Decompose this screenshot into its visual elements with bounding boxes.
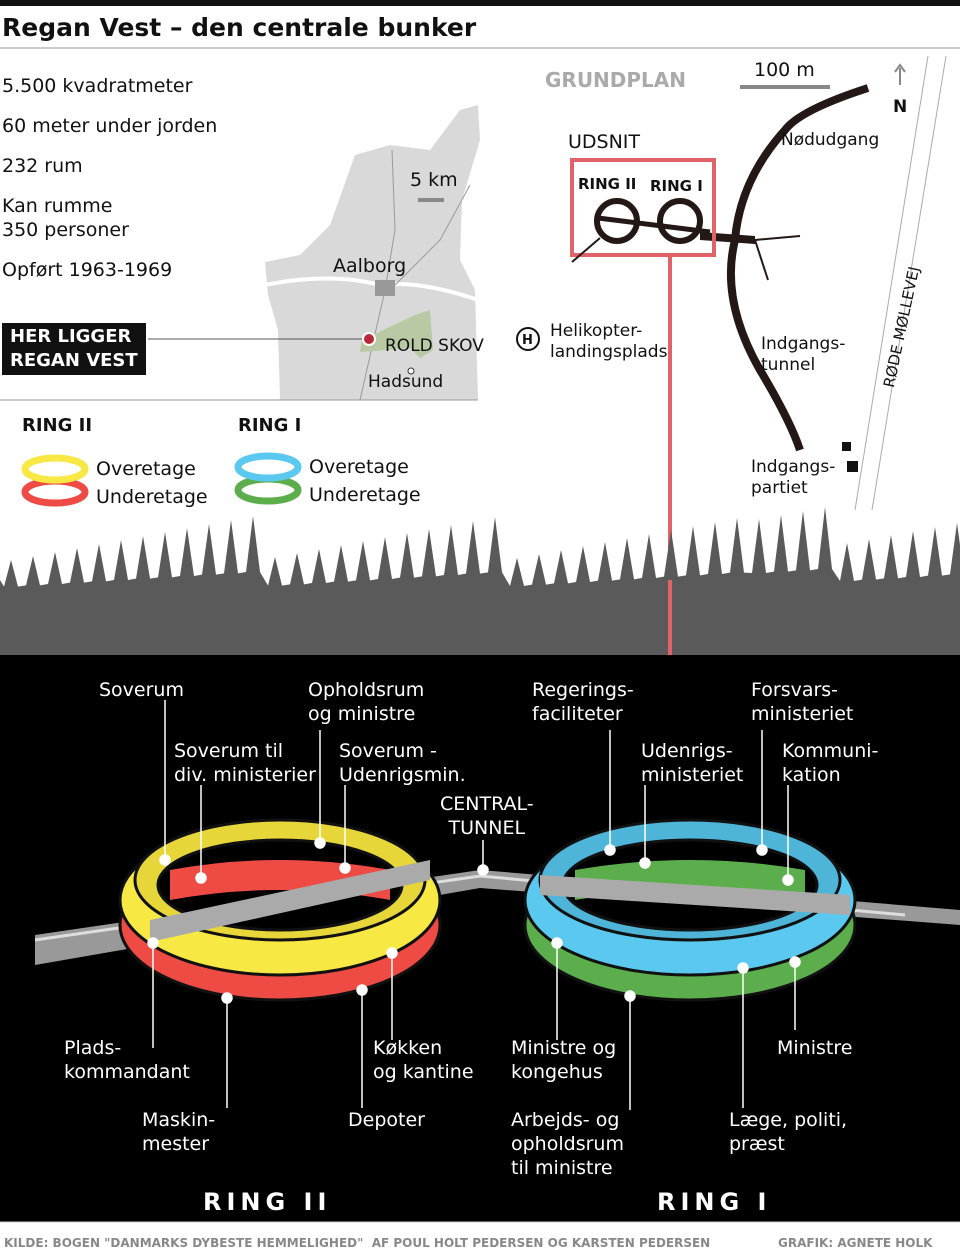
label-udenrigs: Udenrigs- ministeriet [641,740,744,786]
bottom-ring2-title: RING II [203,1188,332,1216]
fact-rooms: 232 rum [2,155,83,177]
source-credit: KILDE: BOGEN "DANMARKS DYBESTE HEMMELIGH… [4,1236,711,1250]
fact-built: Opført 1963-1969 [2,259,173,281]
label-pladskommandant: Plads- kommandant [64,1037,190,1083]
label-arbejdsrum: Arbejds- og opholdsrum til ministre [511,1109,624,1179]
legend-ring2-upper: Overetage [96,458,196,480]
map-city-aalborg: Aalborg [333,255,407,277]
entrance-label: Indgangs- partiet [751,457,836,498]
leader-dot [147,937,159,949]
emergency-exit-label: Nødudgang [781,130,880,150]
leader-dot [737,962,749,974]
legend-ring1-lower: Underetage [309,484,421,506]
tunnel-label: Indgangs- tunnel [761,334,846,375]
plan-title: GRUNDPLAN [545,68,687,92]
leader-dot [339,862,351,874]
label-laege: Læge, politi, præst [729,1109,848,1155]
leader-dot [624,990,636,1002]
label-soverum-udenrigs: Soverum - Udenrigsmin. [339,740,466,786]
label-maskinmester: Maskin- mester [142,1109,216,1155]
leader-dot [314,837,326,849]
page-title: Regan Vest – den centrale bunker [2,13,477,42]
legend-ring2-lower: Underetage [96,486,208,508]
ring-2 [118,818,442,1002]
helipad-label: Helikopter- landingsplads [550,321,668,362]
label-depoter: Depoter [348,1109,425,1131]
fact-capacity: Kan rumme 350 personer [2,195,129,241]
label-forsvar: Forsvars- ministeriet [751,679,854,725]
ground-plan [516,55,947,655]
label-ministre-kongehus: Ministre og kongehus [511,1037,617,1083]
leader-dot [386,947,398,959]
bottom-ring1-title: RING I [657,1188,772,1216]
location-callout: HER LIGGER REGAN VEST [2,323,146,375]
map-hadsund: Hadsund [368,372,444,392]
leader-dot [756,844,768,856]
helipad-icon: H [522,333,533,348]
plan-ring2: RING II [578,175,637,193]
label-regering: Regerings- faciliteter [532,679,634,725]
map-rold-skov: ROLD SKOV [385,336,484,356]
plan-scale: 100 m [754,59,815,81]
leader-dot [551,937,563,949]
label-soverum-div: Soverum til div. ministerier [174,740,316,786]
fact-depth: 60 meter under jorden [2,115,218,137]
label-opholdsrum: Opholdsrum og ministre [308,679,425,725]
leader-dot [789,956,801,968]
legend-rings [21,452,302,507]
legend-ring1-upper: Overetage [309,456,409,478]
leader-dot [782,874,794,886]
plan-ring1: RING I [650,177,703,195]
legend-ring2-title: RING II [22,415,93,436]
legend-ring1-title: RING I [238,415,302,436]
fact-area: 5.500 kvadratmeter [2,75,193,97]
leader-dot [195,872,207,884]
ring-1 [523,818,857,1002]
label-ministre: Ministre [777,1037,853,1059]
detail-label: UDSNIT [568,131,641,153]
leader-dot [639,857,651,869]
map-scale: 5 km [410,169,458,191]
leader-dot [159,854,171,866]
north-label: N [893,97,908,117]
map-denmark [148,105,480,401]
label-koekken: Køkken og kantine [373,1037,474,1083]
leader-dot [477,864,489,876]
label-soverum: Soverum [99,679,184,701]
forest-silhouette [0,507,960,655]
graphic-credit: GRAFIK: AGNETE HOLK [778,1236,933,1250]
leader-dot [604,844,616,856]
bunker-rings [34,700,960,1110]
label-kommunikation: Kommuni- kation [782,740,879,786]
label-central-tunnel: CENTRAL- TUNNEL [440,793,534,839]
leader-dot [356,984,368,996]
leader-dot [221,992,233,1004]
